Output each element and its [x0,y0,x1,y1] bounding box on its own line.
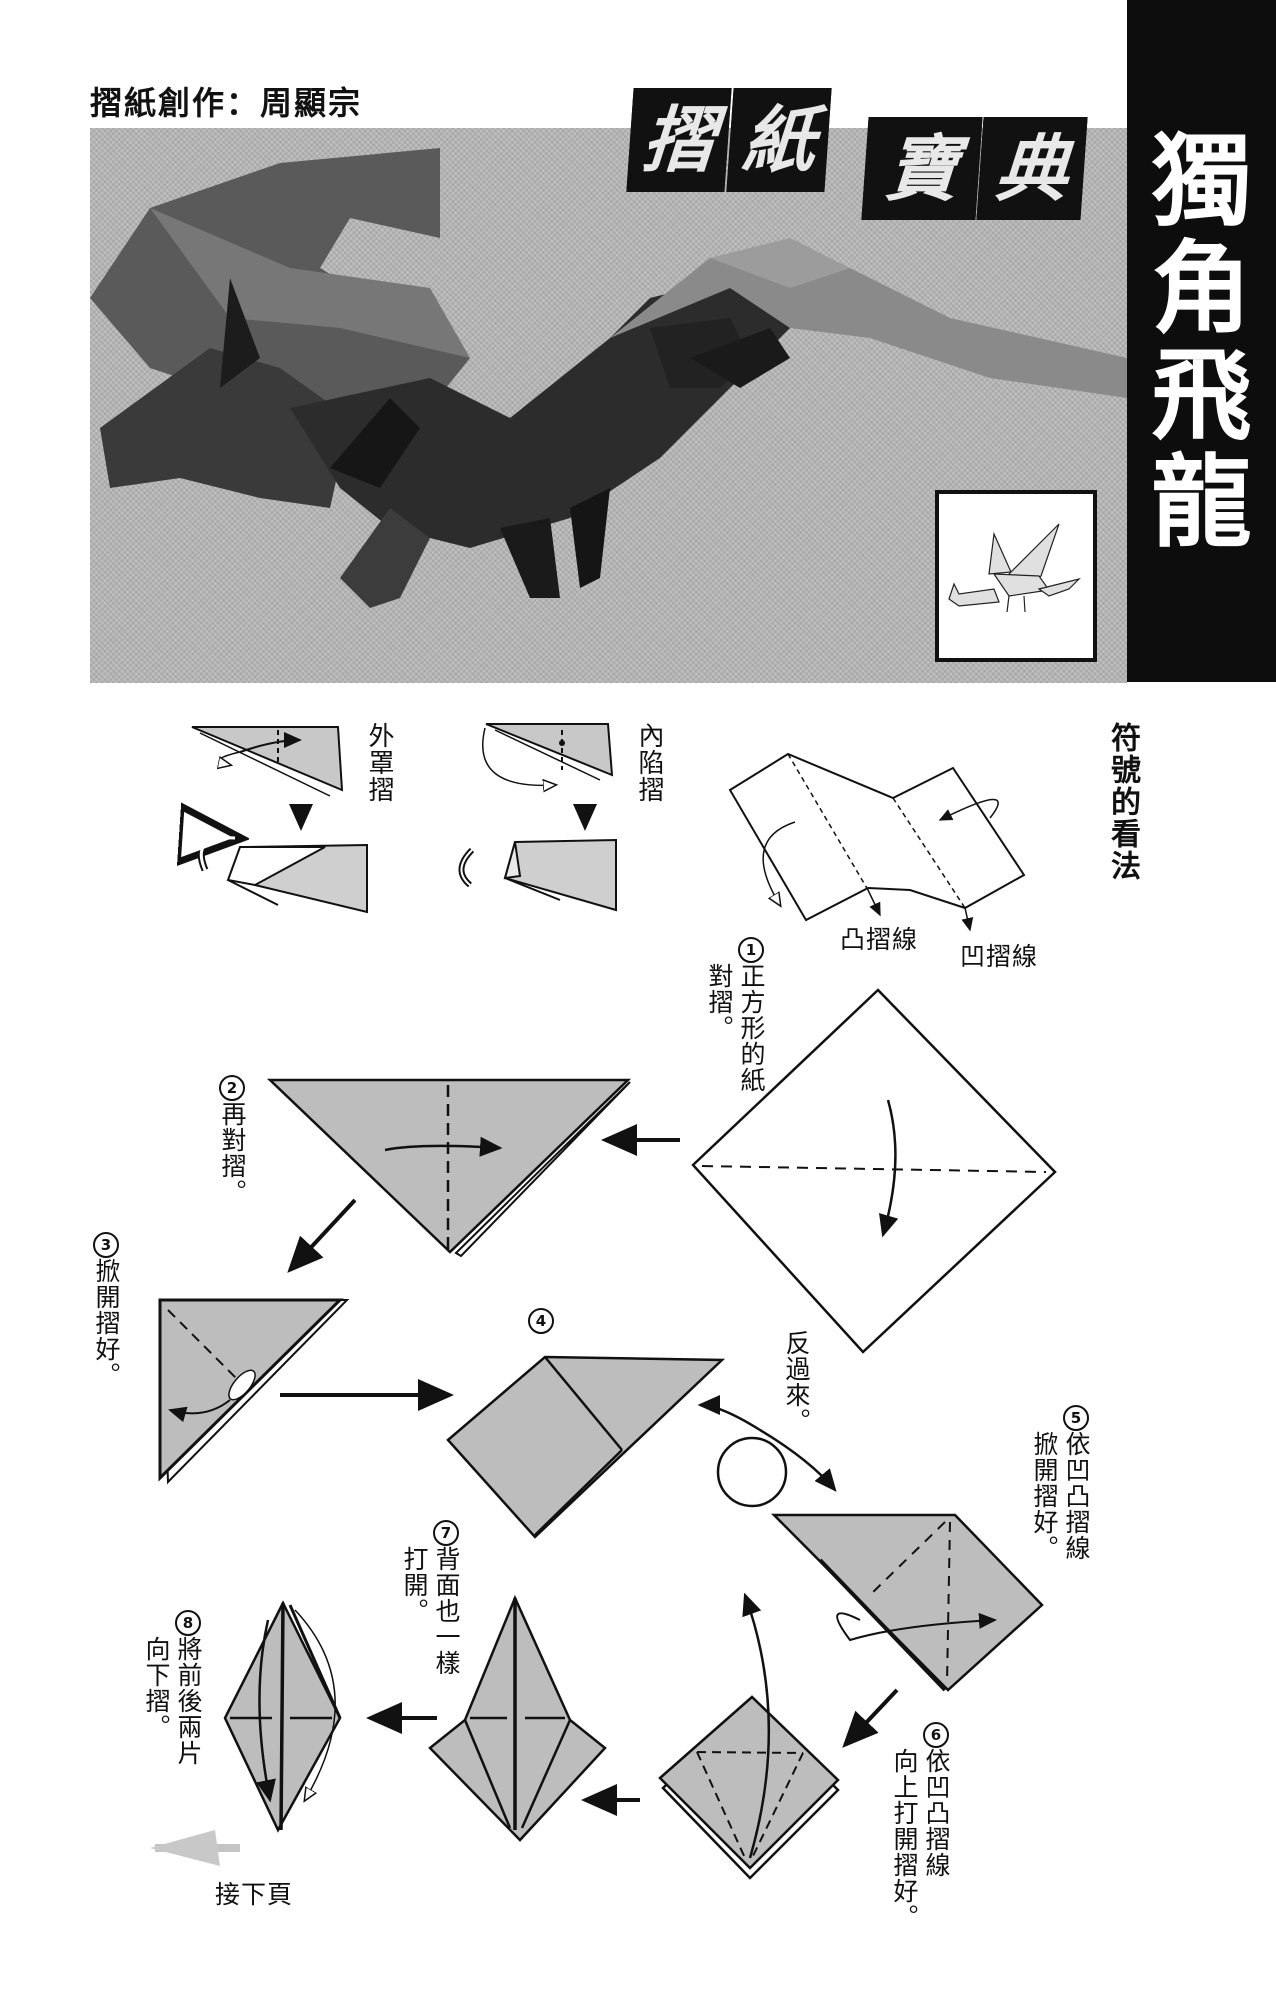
step-number-badge: 7 [433,1520,459,1546]
dragon-photo [90,128,1127,683]
step-8-diagram [223,1600,342,1833]
step-5-text-main: 依凹凸摺線 [1062,1431,1091,1561]
step-number-badge: 1 [738,937,764,963]
outside-reverse-fold-label: 外罩摺 [364,722,394,803]
mountain-valley-diagram [728,752,1026,932]
step-5-text-cont: 掀開摺好。 [1030,1431,1059,1561]
step-5-diagram [770,1513,1044,1692]
arrow-down-left-icon [842,1688,899,1748]
outside-reverse-fold-before [191,726,344,797]
step-7-label: 7 背面也一樣 打開。 [400,1520,461,1676]
step-4-label: 4 [528,1308,554,1334]
step-3-text-cont: 。 [92,1362,121,1388]
step-6-text-main: 依凹凸摺線 [922,1748,951,1878]
dragon-line-drawing [948,523,1081,613]
step-8-label: 8 將前後兩片 向下摺。 [142,1610,203,1766]
step-number-badge: 8 [175,1610,201,1636]
step-4-diagram [446,1355,726,1539]
step-3-label: 3 掀開摺好 。 [92,1232,121,1388]
step-7-text-main: 背面也一樣 [432,1546,461,1676]
inside-reverse-fold-label: 內陷摺 [634,722,664,803]
step-number-badge: 3 [93,1232,119,1258]
step-2-text-main: 再對摺 [218,1101,247,1179]
continue-next-page-label: 接下頁 [215,1880,294,1909]
step-1-text-cont: 對摺。 [705,963,734,1041]
step-7-text-cont: 打開。 [400,1546,429,1624]
step-1-text-main: 正方形的紙 [737,963,766,1093]
step-6-label: 6 依凹凸摺線 向上打開摺好。 [890,1722,951,1934]
creator-credit: 摺紙創作：周顯宗 [90,84,363,122]
step-2-diagram [266,1078,632,1258]
step-6-text-cont: 向上打開摺好。 [890,1748,919,1930]
step-6-diagram [658,1592,840,1880]
turn-over-label: 反過來。 [782,1330,811,1434]
inset-drawing-frame [935,490,1097,662]
arrow-down-left-icon [287,1198,357,1273]
step-1-diagram [691,988,1057,1354]
step-1-label: 1 正方形的紙 對摺。 [705,937,766,1093]
step-2-text-cont: 。 [218,1179,247,1205]
model-title-text: 獨角飛龍 [1151,123,1252,561]
mountain-fold-line-label: 凸摺線 [840,925,919,954]
valley-fold-line-label: 凹摺線 [960,942,1039,971]
turn-over-symbol [697,1395,837,1508]
title-band: 獨角飛龍 [1127,0,1276,682]
legend-heading: 符號的看法 [1105,722,1140,882]
step-8-text-main: 將前後兩片 [174,1636,203,1766]
step-3-diagram [158,1298,350,1485]
step-number-badge: 4 [528,1308,554,1334]
inside-reverse-fold-after [458,838,617,912]
step-3-text-main: 掀開摺好 [92,1258,121,1362]
origami-dragon-image [90,148,1127,608]
model-title: 獨角飛龍 [1127,128,1276,556]
inside-reverse-fold-before [482,723,614,785]
step-2-label: 2 再對摺 。 [218,1075,247,1205]
step-5-label: 5 依凹凸摺線 掀開摺好。 [1030,1405,1091,1565]
step-8-text-cont: 向下摺。 [142,1636,171,1740]
step-7-diagram [428,1594,607,1842]
step-number-badge: 6 [923,1722,949,1748]
outside-reverse-fold-after [201,838,368,914]
step-number-badge: 2 [219,1075,245,1101]
step-number-badge: 5 [1063,1405,1089,1431]
